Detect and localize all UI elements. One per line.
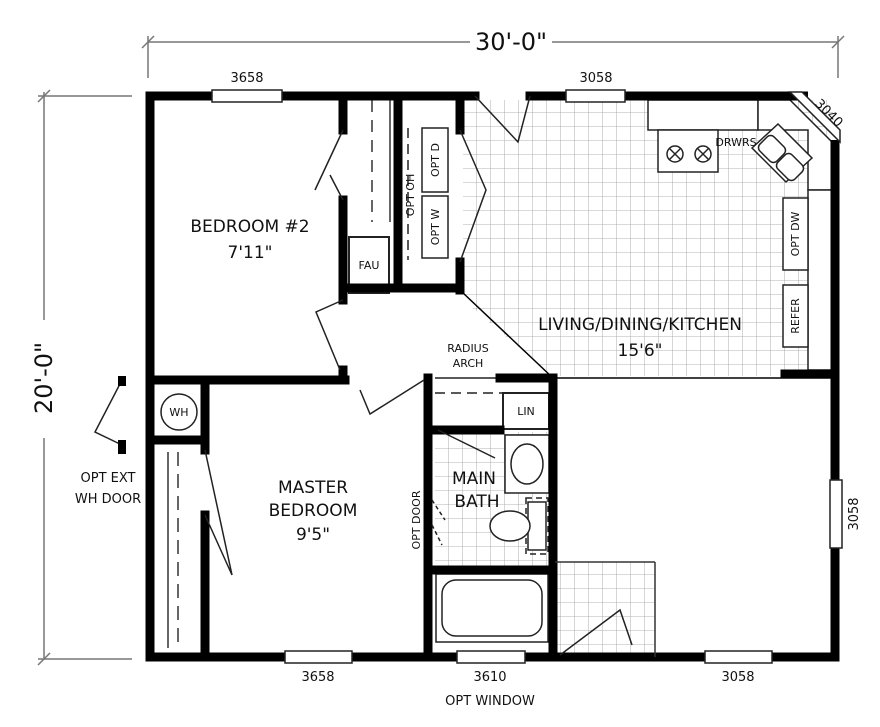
opt-oh-label: OPT OH [404, 174, 417, 216]
master-name-line2: BEDROOM [269, 501, 358, 521]
wh-label: WH [169, 406, 188, 419]
dimension-lines [37, 35, 845, 666]
doors [93, 95, 633, 656]
fau-label: FAU [359, 259, 380, 272]
bath-fixtures [435, 434, 550, 643]
radius-arch-line1: RADIUS [447, 342, 488, 355]
window-label-bottom-left: 3658 [301, 670, 334, 685]
ext-door-jambs [118, 376, 126, 454]
bath-name-line1: MAIN [452, 469, 496, 489]
window-label-right: 3058 [847, 497, 862, 530]
opt-dw-label: OPT DW [789, 211, 802, 256]
opt-ext-label-line1: OPT EXT [81, 471, 136, 486]
window-label-bottom-mid: 3610 [473, 670, 506, 685]
living-name: LIVING/DINING/KITCHEN [538, 315, 742, 335]
window-label-top-mid: 3058 [579, 71, 612, 86]
shelf-lines [555, 561, 656, 657]
master-size: 9'5" [296, 525, 330, 545]
water-heater-icon [160, 393, 198, 431]
overall-depth-label: 20'-0" [30, 342, 58, 414]
kitchen-counters [647, 99, 834, 371]
lin-label: LIN [517, 405, 535, 418]
bedroom2-size: 7'11" [228, 243, 273, 263]
bath-name-line2: BATH [454, 492, 499, 512]
kitchen-sink-icon [750, 122, 814, 184]
refer-label: REFER [789, 298, 802, 334]
drwrs-label: DRWRS [715, 136, 756, 149]
opt-window-label: OPT WINDOW [445, 694, 535, 709]
window-label-bottom-right: 3058 [721, 670, 754, 685]
bedroom2-name: BEDROOM #2 [190, 217, 309, 237]
range-burners [666, 145, 712, 163]
overall-width-label: 30'-0" [475, 28, 547, 56]
tile-floors [435, 100, 833, 657]
windows [211, 89, 843, 664]
window-label-top-left: 3658 [230, 71, 263, 86]
closet-shelves [167, 100, 391, 648]
radius-arch [435, 377, 503, 394]
linen-box [502, 392, 550, 430]
half-wall-diagonal [461, 291, 835, 379]
laundry-boxes [407, 127, 449, 260]
master-name-line1: MASTER [278, 478, 348, 498]
opt-door-label: OPT DOOR [410, 490, 423, 549]
living-size: 15'6" [618, 341, 663, 361]
radius-arch-line2: ARCH [453, 357, 484, 370]
opt-w-label: OPT W [429, 209, 442, 246]
walls [145, 91, 840, 662]
opt-ext-label-line2: WH DOOR [75, 492, 141, 507]
opt-d-label: OPT D [429, 143, 442, 177]
